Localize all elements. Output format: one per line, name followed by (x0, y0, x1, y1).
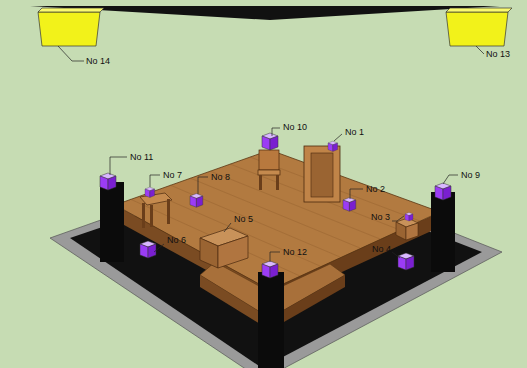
platform (115, 150, 440, 290)
floor-boards (130, 157, 420, 276)
callout-number: No 13 (486, 49, 510, 59)
table (140, 193, 172, 228)
callout-number: No 12 (283, 247, 307, 257)
yellow-box (446, 8, 512, 46)
callout-number: No 9 (461, 170, 480, 180)
callout-number: No 4 (372, 244, 391, 254)
callout-number: No 3 (371, 212, 390, 222)
callout-number: No 7 (163, 170, 182, 180)
leader-line (58, 46, 484, 262)
yellow-box (38, 8, 104, 46)
callout-number: No 2 (366, 184, 385, 194)
cabinet (396, 218, 418, 240)
chair (258, 150, 280, 190)
callout-number: No 10 (283, 122, 307, 132)
sensor-cube (100, 133, 451, 278)
pillar (431, 192, 455, 272)
callout-number: No 5 (234, 214, 253, 224)
wooden-box (200, 228, 248, 268)
callout-number: No 8 (211, 172, 230, 182)
ceiling (30, 6, 500, 20)
shelf-frame (304, 146, 340, 202)
callout-number: No 6 (167, 235, 186, 245)
pillar (258, 272, 284, 368)
callout-number: No 11 (130, 152, 153, 162)
pillar (100, 182, 124, 262)
callout-number: No 14 (86, 56, 110, 66)
callout-number: No 1 (345, 127, 364, 137)
